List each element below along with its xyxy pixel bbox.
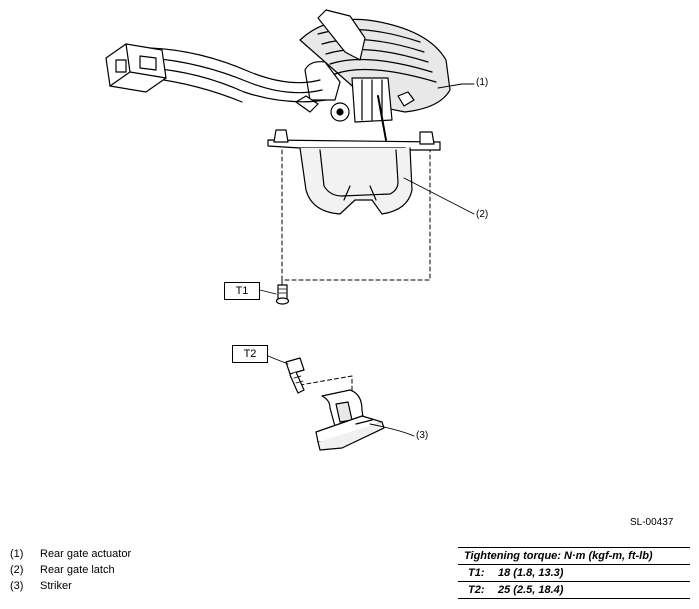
wiring-harness (149, 47, 327, 103)
torque-row: T2: 25 (2.5, 18.4) (458, 582, 690, 599)
torque-value: 25 (2.5, 18.4) (498, 584, 564, 596)
legend-text: Striker (40, 580, 72, 592)
callout-2: (2) (476, 209, 489, 220)
legend-item: (3) Striker (10, 578, 131, 594)
legend-number: (1) (10, 548, 24, 560)
legend-text: Rear gate latch (40, 564, 115, 576)
legend-item: (1) Rear gate actuator (10, 546, 131, 562)
torque-table: Tightening torque: N·m (kgf-m, ft-lb) T1… (458, 547, 690, 599)
parts-legend: (1) Rear gate actuator (2) Rear gate lat… (10, 546, 131, 594)
callout-1: (1) (476, 77, 489, 88)
torque-heading: Tightening torque: N·m (kgf-m, ft-lb) (458, 547, 690, 565)
leader-lines (259, 83, 475, 437)
rear-gate-latch (267, 129, 441, 215)
figure-id: SL-00437 (630, 517, 674, 528)
bolt-t1 (275, 284, 290, 305)
legend-text: Rear gate actuator (40, 548, 132, 560)
bolt-t2 (285, 357, 305, 394)
torque-row: T1: 18 (1.8, 13.3) (458, 565, 690, 582)
legend-item: (2) Rear gate latch (10, 562, 131, 578)
t1-label-box: T1 (224, 282, 260, 300)
rear-gate-actuator (295, 9, 451, 141)
torque-value: 18 (1.8, 13.3) (498, 567, 564, 579)
legend-number: (2) (10, 564, 24, 576)
t2-label-box: T2 (232, 345, 268, 363)
torque-label: T1: (468, 567, 485, 579)
electrical-connector (105, 43, 167, 93)
torque-label: T2: (468, 584, 485, 596)
striker (315, 389, 385, 451)
legend-number: (3) (10, 580, 24, 592)
callout-3: (3) (416, 430, 429, 441)
